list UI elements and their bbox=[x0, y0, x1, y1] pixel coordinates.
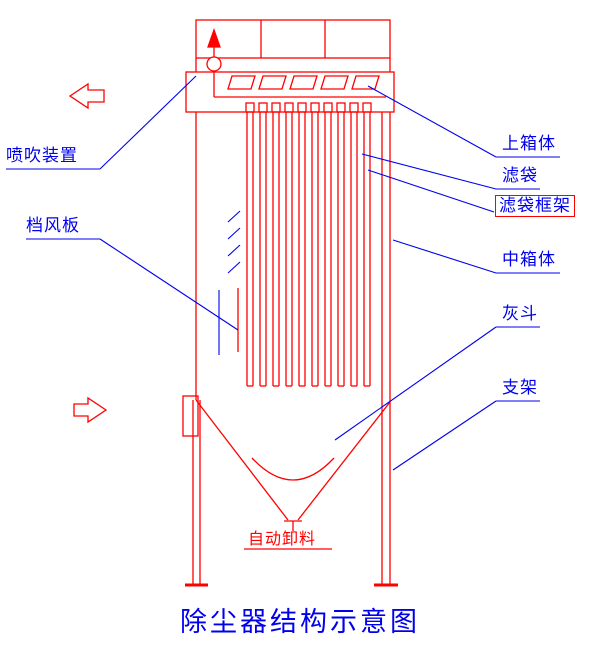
label-middle-box: 中箱体 bbox=[502, 250, 556, 269]
label-filter-bag-frame: 滤袋框架 bbox=[495, 195, 575, 217]
label-blowing-device: 喷吹装置 bbox=[6, 146, 78, 165]
airflow-marks bbox=[227, 210, 241, 274]
label-auto-discharge: 自动卸料 bbox=[248, 531, 317, 548]
filter-bags bbox=[245, 102, 372, 387]
annotation-leaders bbox=[6, 75, 560, 471]
valve-circle-icon bbox=[206, 56, 222, 72]
label-ash-hopper: 灰斗 bbox=[502, 304, 538, 323]
pulse-jet-pipe bbox=[206, 28, 386, 98]
label-wind-baffle: 档风板 bbox=[26, 216, 80, 235]
label-filter-bag: 滤袋 bbox=[502, 166, 538, 185]
outlet-arrow-icon bbox=[68, 82, 105, 110]
clean-air-plenum bbox=[195, 19, 391, 72]
venturi-nozzles bbox=[227, 75, 380, 90]
label-support-frame: 支架 bbox=[502, 378, 538, 397]
inlet-arrow-icon bbox=[73, 396, 108, 424]
ash-hopper bbox=[195, 399, 391, 531]
up-arrow-icon bbox=[207, 28, 221, 48]
inlet-duct bbox=[182, 395, 199, 437]
support-legs bbox=[185, 400, 398, 587]
diagram-title: 除尘器结构示意图 bbox=[180, 607, 420, 637]
middle-box-walls bbox=[195, 112, 391, 400]
label-upper-box: 上箱体 bbox=[502, 134, 556, 153]
